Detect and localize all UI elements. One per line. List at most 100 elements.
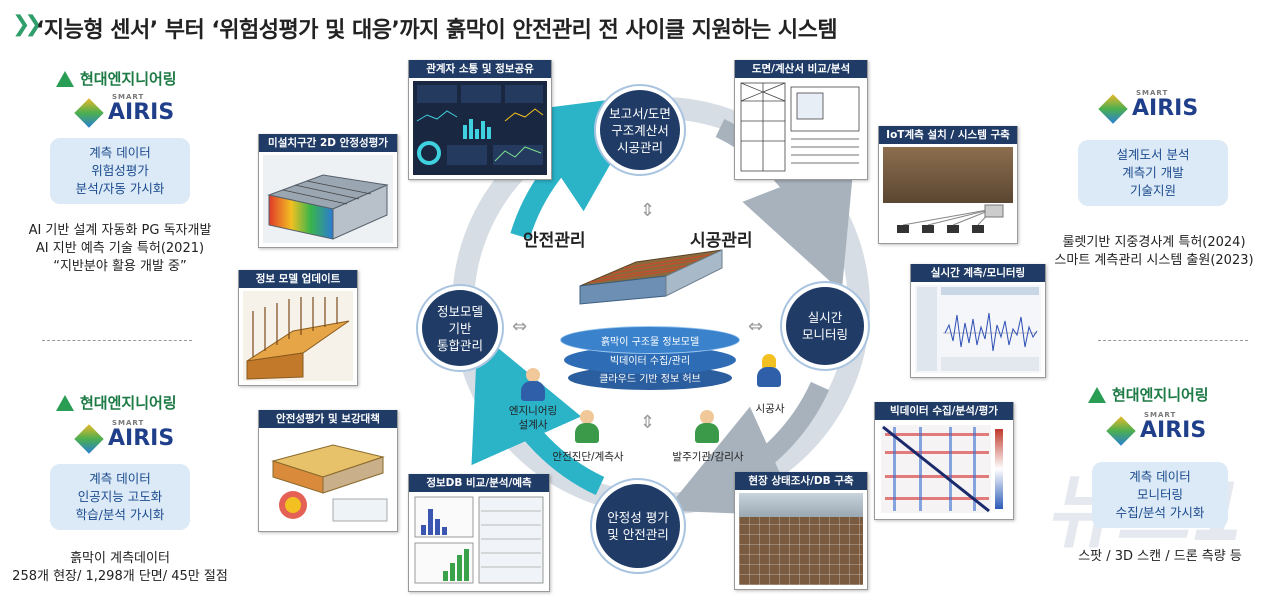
structure-3d-model: [579, 249, 723, 305]
feature-line: 분석/자동 가시화: [75, 181, 165, 196]
airis-word: AIRIS: [108, 100, 175, 125]
company-logo-left-bottom: 현대엔지니어링: [56, 392, 177, 413]
node-line: 모니터링: [801, 327, 848, 342]
card-title: 관계자 소통 및 정보공유: [409, 60, 551, 78]
feature-line: 계측 데이터: [89, 471, 151, 486]
note-right-bottom: 스팟 / 3D 스캔 / 드론 측량 등: [1060, 548, 1260, 566]
note-line: “지반분야 활용 개발 중”: [53, 259, 187, 274]
feature-box-left-top: 계측 데이터 위험성평가 분석/자동 가시화: [50, 138, 190, 204]
feature-box-right-top: 설계도서 분석 계측기 개발 기술지원: [1078, 140, 1228, 206]
feature-line: 계측 데이터: [1129, 469, 1191, 484]
card-db-comparison: 정보DB 비교/분석/예측: [408, 474, 550, 592]
feature-line: 위험성평가: [91, 163, 149, 178]
inspector-person-icon: [574, 410, 600, 444]
airis-logo-icon: [1098, 94, 1128, 124]
node-line: 통합관리: [436, 337, 483, 353]
stack-label-bigdata: 빅데이터 수집/관리: [609, 356, 691, 367]
label-line: 엔지니어링: [508, 405, 558, 417]
label-client: 발주기관/감리사: [672, 451, 744, 463]
feature-line: 계측기 개발: [1122, 165, 1184, 180]
airis-word: AIRIS: [1132, 96, 1199, 121]
node-line: 안정성 평가: [607, 510, 669, 525]
up-down-arrow-icon: ⇕: [640, 200, 656, 221]
feature-box-left-bottom: 계측 데이터 인공지능 고도화 학습/분석 가시화: [50, 464, 190, 530]
company-logo-icon: [1088, 386, 1106, 403]
note-line: 흙막이 계측데이터: [70, 551, 170, 566]
card-title: 도면/계산서 비교/분석: [735, 60, 867, 78]
monitoring-screenshot: [915, 285, 1041, 373]
title-chevron-icon: ❯❯: [12, 12, 43, 37]
airis-prefix: SMART: [1144, 411, 1177, 419]
card-title: 미설치구간 2D 안정성평가: [259, 134, 397, 152]
drawing-screenshot: [739, 81, 863, 175]
feature-line: 계측 데이터: [89, 145, 151, 160]
company-logo-right-bottom: 현대엔지니어링: [1088, 384, 1209, 405]
node-line: 보고서/도면: [609, 105, 671, 121]
feature-box-right-bottom: 계측 데이터 모니터링 수집/분석 가시화: [1092, 462, 1228, 528]
contractor-person-icon: [756, 354, 782, 388]
airis-word: AIRIS: [108, 426, 175, 451]
card-title: 정보DB 비교/분석/예측: [409, 474, 549, 492]
label-line: 설계사: [518, 419, 548, 431]
airis-logo-icon: [74, 424, 104, 454]
client-person-icon: [694, 410, 720, 444]
node-line: 정보모델: [436, 303, 483, 319]
label-construction-management: 시공관리: [690, 231, 753, 251]
card-title: 정보 모델 업데이트: [239, 270, 357, 288]
note-line: AI 기반 설계 자동화 PG 독자개발: [28, 223, 212, 238]
card-realtime-measurement: 실시간 계측/모니터링: [910, 264, 1046, 378]
note-left-top: AI 기반 설계 자동화 PG 독자개발 AI 지반 예측 기술 특허(2021…: [14, 222, 226, 276]
card-safety-reinforcement: 안전성평가 및 보강대책: [258, 410, 398, 532]
note-line: 스마트 계측관리 시스템 출원(2023): [1054, 253, 1254, 268]
label-contractor: 시공사: [755, 403, 785, 415]
company-name: 현대엔지니어링: [1112, 386, 1209, 404]
data-hub-stack: 클라우드 기반 정보 허브 빅데이터 수집/관리 흙막이 구조물 정보모델: [560, 326, 740, 390]
divider-left: [42, 340, 192, 341]
company-logo-icon: [56, 394, 74, 411]
note-left-bottom: 흙막이 계측데이터 258개 현장/ 1,298개 단면/ 45만 절점: [4, 550, 236, 586]
feature-line: 모니터링: [1136, 487, 1183, 502]
note-line: 룰렛기반 지중경사계 특허(2024): [1062, 235, 1246, 250]
card-model-update: 정보 모델 업데이트: [238, 270, 358, 386]
note-line: 스팟 / 3D 스캔 / 드론 측량 등: [1078, 549, 1242, 564]
airis-prefix: SMART: [112, 419, 145, 427]
card-drawing-comparison: 도면/계산서 비교/분석: [734, 60, 868, 180]
arrow-left-bottom: [471, 331, 605, 496]
site-photo: [739, 493, 863, 585]
page-title: ‘지능형 센서’ 부터 ‘위험성평가 및 대응’까지 흙막이 안전관리 전 사이…: [36, 18, 838, 43]
stability-screenshot: [263, 155, 393, 243]
company-logo-left-top: 현대엔지니어링: [56, 68, 177, 89]
feature-line: 설계도서 분석: [1116, 147, 1190, 162]
feature-line: 수집/분석 가시화: [1115, 505, 1205, 520]
node-line: 시공관리: [616, 139, 663, 155]
node-line: 기반: [448, 320, 472, 336]
heatmap-screenshot: [879, 423, 1009, 515]
stack-layer-top: [560, 326, 740, 354]
feature-line: 학습/분석 가시화: [75, 507, 165, 522]
airis-prefix: SMART: [112, 93, 145, 101]
airis-logo-icon: [74, 98, 104, 128]
company-logo-icon: [56, 70, 74, 87]
iot-site-photo: [883, 147, 1013, 239]
feature-line: 인공지능 고도화: [77, 489, 163, 504]
card-title: 안전성평가 및 보강대책: [259, 410, 397, 428]
node-line: 실시간: [807, 310, 843, 325]
card-stakeholder-communication: 관계자 소통 및 정보공유: [408, 60, 552, 180]
db-screenshot: [413, 495, 545, 587]
up-down-arrow-icon: ⇕: [640, 412, 656, 433]
card-title: 현장 상태조사/DB 구축: [735, 472, 867, 490]
left-right-arrow-icon: ⇔: [748, 316, 764, 337]
card-iot-installation: IoT계측 설치 / 시스템 구축: [878, 126, 1018, 244]
arrow-right-bottom: [665, 381, 830, 516]
card-title: 빅데이터 수집/분석/평가: [875, 402, 1013, 420]
airis-logo-icon: [1106, 416, 1136, 446]
note-line: AI 지반 예측 기술 특허(2021): [35, 241, 205, 256]
card-site-survey: 현장 상태조사/DB 구축: [734, 472, 868, 590]
